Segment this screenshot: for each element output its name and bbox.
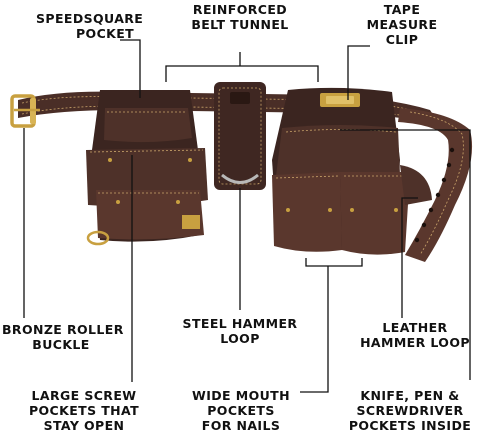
- d-ring-icon: [86, 230, 110, 246]
- belt-holes: [414, 147, 455, 243]
- steel-hammer-loop-holder: [214, 82, 266, 190]
- right-pouch: [272, 87, 432, 255]
- tape-measure-clip-label: TAPE MEASURE CLIP: [366, 2, 438, 47]
- wide-mouth-pockets-label: WIDE MOUTH POCKETS FOR NAILS: [192, 388, 290, 433]
- knife-pen-screwdriver-pockets-label: KNIFE, PEN & SCREWDRIVER POCKETS INSIDE: [348, 388, 472, 433]
- large-screw-pockets-label: LARGE SCREW POCKETS THAT STAY OPEN: [28, 388, 140, 433]
- bronze-roller-buckle: [10, 94, 40, 128]
- leather-hammer-loop-label: LEATHER HAMMER LOOP: [360, 320, 470, 350]
- belt-tail: [398, 108, 473, 262]
- reinforced-belt-tunnel-label: REINFORCED BELT TUNNEL: [191, 2, 289, 32]
- callout-lines: [23, 39, 471, 393]
- bronze-roller-buckle-label: BRONZE ROLLER BUCKLE: [2, 322, 124, 352]
- steel-hammer-loop-label: STEEL HAMMER LOOP: [182, 316, 298, 346]
- left-pouch: [86, 90, 208, 246]
- speedsquare-pocket-label: SPEEDSQUARE POCKET: [36, 11, 144, 41]
